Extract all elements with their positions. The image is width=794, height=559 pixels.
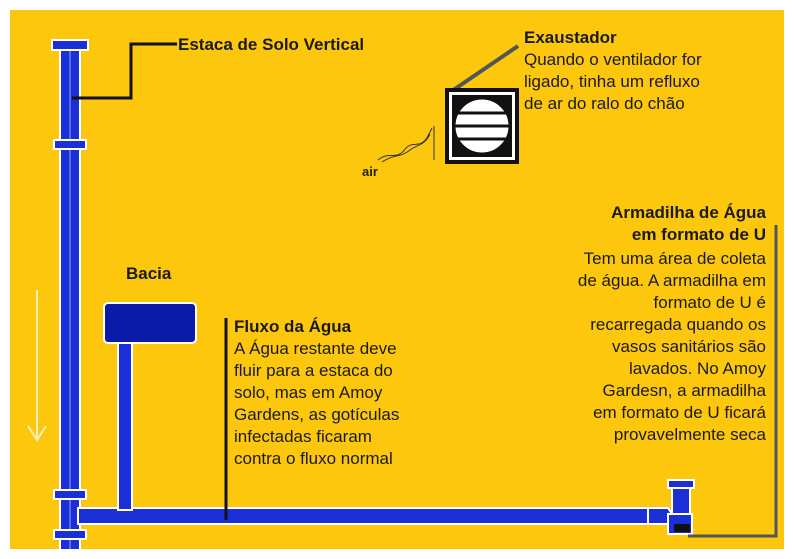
trap-line-5: vasos sanitários são xyxy=(611,337,766,356)
flow-line-1: A Água restante deve xyxy=(234,339,397,358)
exhaust-description: Quando o ventilador for ligado, tinha um… xyxy=(524,49,702,115)
air-label: air xyxy=(362,164,378,179)
trap-line-4: recarregada quando os xyxy=(590,315,766,334)
stack-joint-2 xyxy=(53,489,87,500)
flow-line-5: infectadas ficaram xyxy=(234,427,372,446)
vertical-soil-stack xyxy=(51,39,89,559)
down-arrow-icon xyxy=(27,290,47,442)
trap-title-line-1: Armadilha de Água xyxy=(611,203,766,222)
exhaust-title: Exaustador xyxy=(524,28,617,47)
basin-bowl xyxy=(103,302,197,344)
air-squiggle-icon: air xyxy=(362,126,435,179)
horizontal-drain-pipe xyxy=(77,507,653,525)
flow-line-3: solo, mas em Amoy xyxy=(234,383,383,402)
flow-line-6: contra o fluxo normal xyxy=(234,449,393,468)
stack-cap xyxy=(51,39,89,51)
stack-joint-3 xyxy=(53,529,87,540)
flow-line-4: Gardens, as gotículas xyxy=(234,405,400,424)
basin-drain-pipe xyxy=(117,341,133,511)
trap-description: Tem uma área de coleta de água. A armadi… xyxy=(486,248,766,446)
trap-title: Armadilha de Água em formato de U xyxy=(486,202,766,246)
trap-line-3: formato de U é xyxy=(653,293,766,312)
trap-line-2: de água. A armadilha em xyxy=(577,271,766,290)
flow-description: A Água restante deve fluir para a estaca… xyxy=(234,338,399,470)
basin xyxy=(103,302,197,511)
stack-joint-1 xyxy=(53,139,87,150)
exhaust-line-1: Quando o ventilador for xyxy=(524,50,702,69)
u-trap xyxy=(647,479,695,535)
exhaust-fan-icon xyxy=(445,88,519,164)
u-trap-water-seal xyxy=(674,524,690,532)
trap-title-line-2: em formato de U xyxy=(631,225,766,244)
stack-leader-line xyxy=(72,42,177,100)
trap-line-9: provavelmente seca xyxy=(613,425,766,444)
trap-line-6: lavados. No Amoy xyxy=(628,359,766,378)
trap-leader-line xyxy=(688,225,778,538)
trap-line-7: Gardesn, a armadilha xyxy=(602,381,766,400)
trap-line-1: Tem uma área de coleta xyxy=(583,249,766,268)
trap-line-8: em formato de U ficará xyxy=(593,403,766,422)
exhaust-leader-line xyxy=(447,44,520,95)
exhaust-line-2: ligado, tinha um refluxo xyxy=(524,72,700,91)
u-trap-cap xyxy=(667,479,695,489)
flow-line-2: fluir para a estaca do xyxy=(234,361,393,380)
basin-label: Bacia xyxy=(126,264,172,283)
exhaust-line-3: de ar do ralo do chão xyxy=(524,94,685,113)
stack-label: Estaca de Solo Vertical xyxy=(178,35,365,54)
flow-title: Fluxo da Água xyxy=(234,317,352,336)
